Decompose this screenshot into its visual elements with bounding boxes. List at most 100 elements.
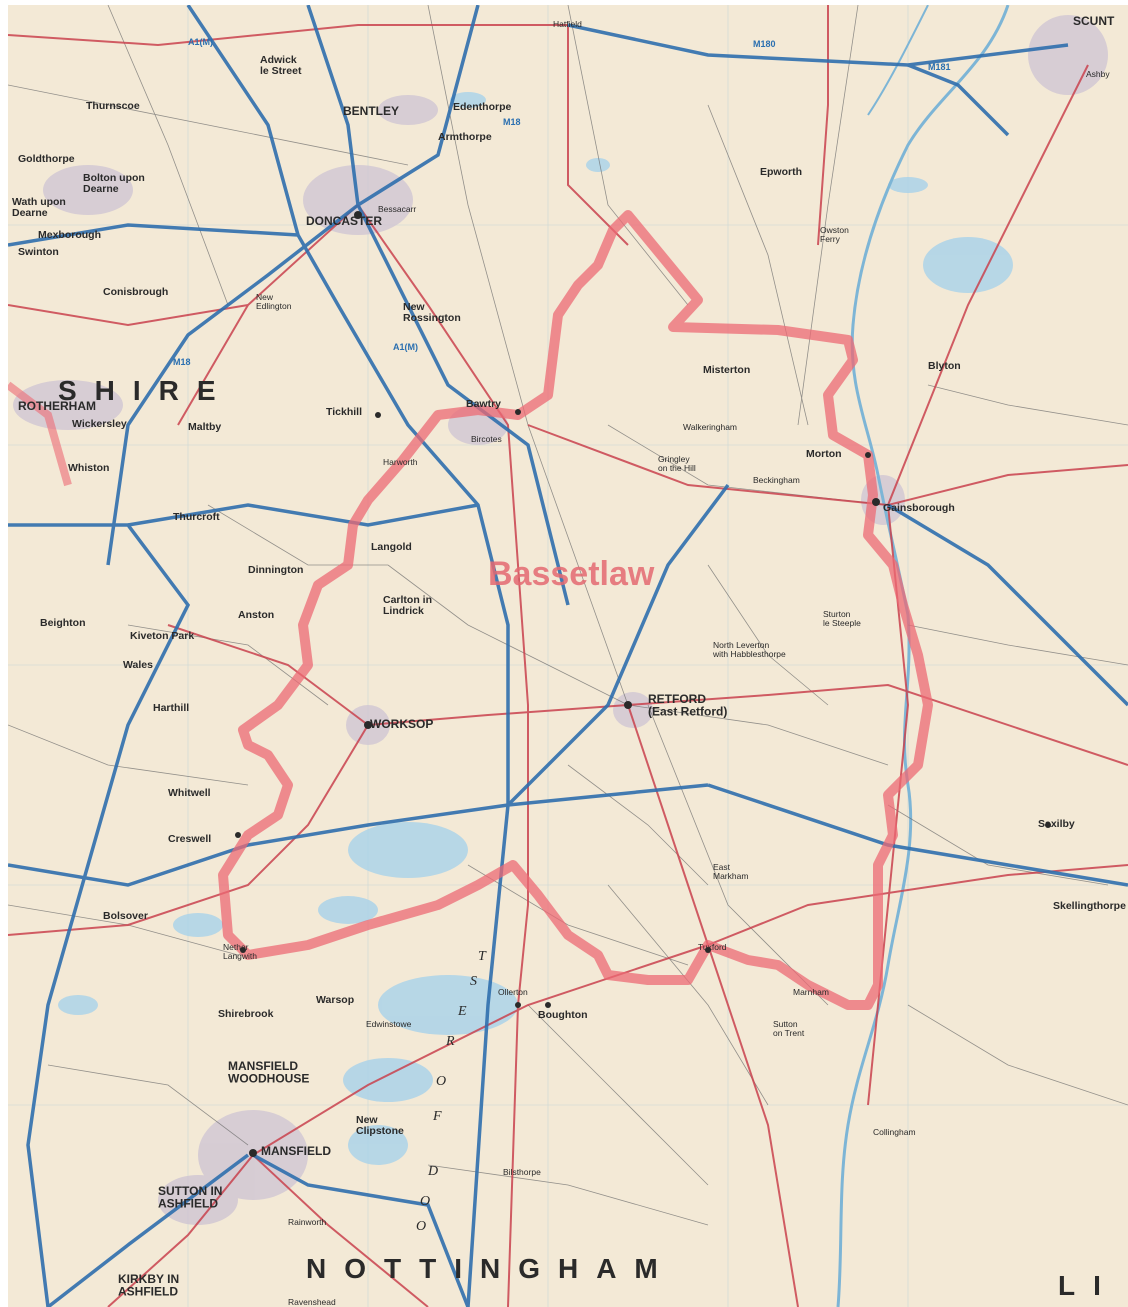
- forest-label-sherwood: O O D F O R E S T: [416, 949, 495, 1234]
- place-skellingthorpe[interactable]: Skellingthorpe: [1053, 900, 1126, 912]
- place-walkeringham[interactable]: Walkeringham: [683, 422, 737, 432]
- place-retford[interactable]: RETFORD(East Retford): [648, 692, 727, 719]
- place-hatfield[interactable]: Hatfield: [553, 19, 582, 29]
- place-ravenshead[interactable]: Ravenshead: [288, 1297, 336, 1307]
- place-dinnington[interactable]: Dinnington: [248, 564, 303, 576]
- place-ollerton[interactable]: Ollerton: [498, 987, 528, 997]
- a-roads: [8, 5, 1128, 1307]
- place-rotherham[interactable]: ROTHERHAM: [18, 399, 96, 413]
- place-marnham[interactable]: Marnham: [793, 987, 829, 997]
- place-whiston[interactable]: Whiston: [68, 462, 109, 474]
- place-bircotes[interactable]: Bircotes: [471, 434, 502, 444]
- place-creswell[interactable]: Creswell: [168, 833, 211, 845]
- road-label-a1m-north: A1(M): [188, 37, 213, 47]
- place-armthorpe[interactable]: Armthorpe: [438, 131, 492, 143]
- place-edwinstowe[interactable]: Edwinstowe: [366, 1019, 412, 1029]
- place-gainsborough[interactable]: Gainsborough: [883, 502, 955, 514]
- district-label-bassetlaw: Bassetlaw: [488, 555, 655, 593]
- settlement-dots: [235, 211, 1051, 1157]
- svg-text:S: S: [470, 974, 486, 989]
- svg-text:T: T: [478, 949, 495, 964]
- water-features: [58, 92, 1013, 1165]
- place-thurnscoe[interactable]: Thurnscoe: [86, 100, 140, 112]
- road-label-m18-north: M18: [503, 117, 521, 127]
- place-beckingham[interactable]: Beckingham: [753, 475, 800, 485]
- motorways: [8, 5, 1128, 1307]
- place-wales[interactable]: Wales: [123, 659, 153, 671]
- place-epworth[interactable]: Epworth: [760, 166, 802, 178]
- place-scunthorpe[interactable]: SCUNT: [1073, 14, 1115, 28]
- place-langold[interactable]: Langold: [371, 541, 412, 553]
- place-maltby[interactable]: Maltby: [188, 421, 221, 433]
- place-morton[interactable]: Morton: [806, 448, 842, 460]
- place-goldthorpe[interactable]: Goldthorpe: [18, 153, 75, 165]
- land-area: [8, 5, 1128, 1307]
- place-tuxford[interactable]: Tuxford: [698, 942, 727, 952]
- place-thurcroft[interactable]: Thurcroft: [173, 511, 220, 523]
- svg-text:O: O: [416, 1219, 435, 1234]
- county-boundary-west: [8, 381, 72, 487]
- place-harworth[interactable]: Harworth: [383, 457, 418, 467]
- place-bilsthorpe[interactable]: Bilsthorpe: [503, 1167, 541, 1177]
- svg-text:O: O: [436, 1074, 455, 1089]
- svg-text:F: F: [432, 1109, 451, 1124]
- place-wickersley[interactable]: Wickersley: [72, 418, 127, 430]
- map-frame[interactable]: Bassetlaw SHIRE NOTTINGHAM LI A1(M) M18 …: [8, 5, 1128, 1307]
- minor-roads: [8, 5, 1128, 1226]
- place-bawtry[interactable]: Bawtry: [466, 398, 501, 410]
- place-mansfield[interactable]: MANSFIELD: [261, 1144, 331, 1158]
- place-bolsover[interactable]: Bolsover: [103, 910, 148, 922]
- place-worksop[interactable]: WORKSOP: [370, 717, 433, 731]
- county-label-nottingham: NOTTINGHAM: [306, 1253, 676, 1284]
- road-label-m181: M181: [928, 62, 951, 72]
- place-rainworth[interactable]: Rainworth: [288, 1217, 327, 1227]
- place-mexborough[interactable]: Mexborough: [38, 229, 101, 241]
- road-label-m18-south: M18: [173, 357, 191, 367]
- place-anston[interactable]: Anston: [238, 609, 274, 621]
- place-swinton[interactable]: Swinton: [18, 246, 59, 258]
- place-bentley[interactable]: BENTLEY: [343, 104, 399, 118]
- place-doncaster[interactable]: DONCASTER: [306, 214, 382, 228]
- place-warsop[interactable]: Warsop: [316, 994, 354, 1006]
- place-tickhill[interactable]: Tickhill: [326, 406, 362, 418]
- county-label-shire: SHIRE: [58, 375, 234, 406]
- place-bessacarr[interactable]: Bessacarr: [378, 204, 416, 214]
- svg-text:O: O: [420, 1194, 439, 1209]
- road-label-m180: M180: [753, 39, 776, 49]
- place-blyton[interactable]: Blyton: [928, 360, 961, 372]
- place-shirebrook[interactable]: Shirebrook: [218, 1008, 274, 1020]
- place-beighton[interactable]: Beighton: [40, 617, 86, 629]
- place-boughton[interactable]: Boughton: [538, 1009, 588, 1021]
- place-edenthorpe[interactable]: Edenthorpe: [453, 101, 511, 113]
- svg-text:D: D: [427, 1164, 447, 1179]
- place-kiveton-park[interactable]: Kiveton Park: [130, 630, 194, 642]
- svg-text:R: R: [445, 1034, 464, 1049]
- place-whitwell[interactable]: Whitwell: [168, 787, 211, 799]
- place-ashby[interactable]: Ashby: [1086, 69, 1110, 79]
- place-conisbrough[interactable]: Conisbrough: [103, 286, 168, 298]
- bassetlaw-boundary: [218, 210, 933, 1010]
- place-harthill[interactable]: Harthill: [153, 702, 189, 714]
- place-saxilby[interactable]: Saxilby: [1038, 818, 1075, 830]
- place-misterton[interactable]: Misterton: [703, 364, 750, 376]
- map-canvas[interactable]: Bassetlaw SHIRE NOTTINGHAM LI A1(M) M18 …: [8, 5, 1128, 1307]
- place-collingham[interactable]: Collingham: [873, 1127, 916, 1137]
